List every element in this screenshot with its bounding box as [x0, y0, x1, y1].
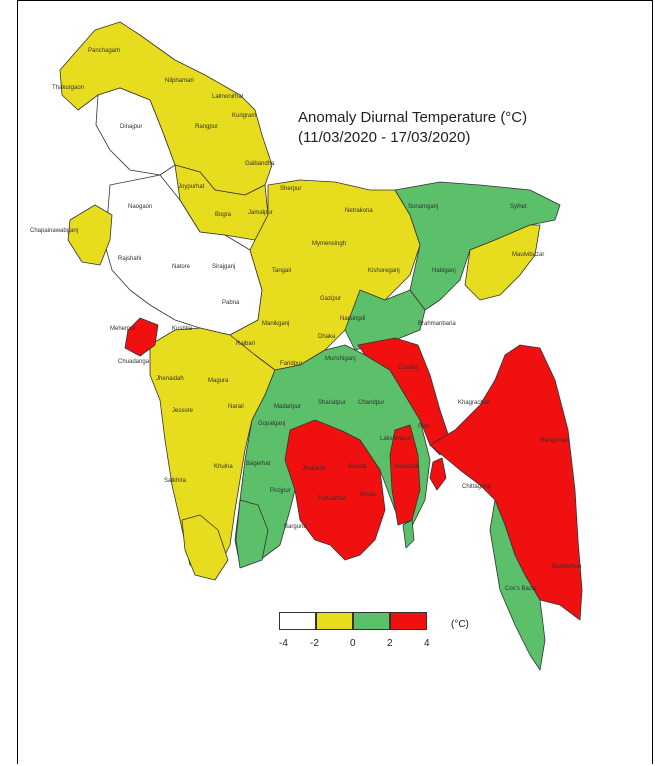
legend-unit: (°C) [451, 619, 469, 630]
legend-swatch-red [390, 612, 427, 630]
district-meherpur [124, 317, 159, 357]
sundarbans-west [181, 514, 229, 581]
district-comilla [357, 337, 451, 456]
legend-swatch-white [279, 612, 316, 630]
map-title: Anomaly Diurnal Temperature (°C) (11/03/… [298, 108, 527, 148]
map-title-line1: Anomaly Diurnal Temperature (°C) [298, 109, 528, 126]
island-1 [429, 457, 447, 491]
region-khulna [149, 327, 276, 576]
legend-swatch-green [353, 612, 390, 630]
legend-tick: 4 [424, 638, 430, 649]
sundarbans-east [235, 499, 269, 569]
legend-tick: 2 [387, 638, 393, 649]
district-maulvibazar [464, 224, 541, 301]
legend-tick: -4 [279, 638, 288, 649]
legend-tick: 0 [350, 638, 356, 649]
map-title-line2: (11/03/2020 - 17/03/2020) [298, 129, 471, 146]
region-patuakhali [284, 419, 386, 561]
district-chapainawabganj [67, 204, 113, 266]
legend-tick: -2 [310, 638, 319, 649]
district-coxs-bazar [489, 499, 546, 671]
region-brahmanbaria [344, 289, 426, 351]
district-dinajpur [95, 87, 176, 176]
legend-swatch-yellow [316, 612, 353, 630]
map-frame [17, 0, 653, 764]
island-2 [402, 519, 415, 549]
